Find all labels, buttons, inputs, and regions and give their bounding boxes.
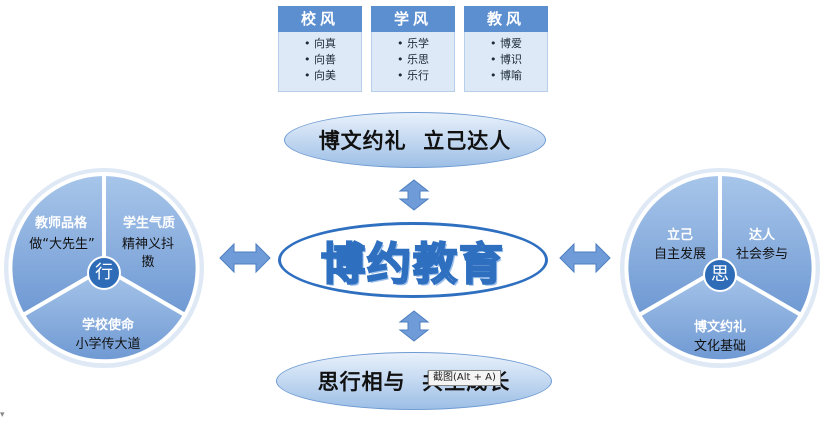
motto-school-spirit: 校风 • 向真 • 向善 • 向美 [278,6,362,92]
right-seg-text: 社会参与 [735,247,788,262]
left-seg-label: 教师品格 [34,216,87,231]
double-arrow-vertical-icon [398,179,430,211]
motto-title: 校风 [278,6,362,32]
motto-teaching-spirit: 教风 • 博爱 • 博识 • 博喻 [464,6,548,92]
left-seg-text: 做“大先生” [29,237,95,252]
double-arrow-vertical-icon [398,310,430,342]
screenshot-tooltip: 截图(Alt + A) [428,370,501,386]
right-seg-label: 达人 [748,228,775,243]
motto-item: • 乐思 [397,53,429,66]
left-seg-text: 小学传大道 [75,337,141,352]
left-seg-label: 学生气质 [122,216,175,231]
motto-title: 教风 [464,6,548,32]
center-theme-text: 博约教育 [320,238,505,291]
motto-item: • 博喻 [490,69,522,82]
right-hub: 思 [703,258,737,292]
left-seg-label: 学校使命 [81,318,134,333]
motto-item: • 乐学 [397,37,429,50]
motto-item: • 向美 [304,69,336,82]
motto-list: • 乐学 • 乐思 • 乐行 [371,32,455,92]
motto-list: • 博爱 • 博识 • 博喻 [464,32,548,92]
left-hub: 行 [87,256,121,290]
motto-list: • 向真 • 向善 • 向美 [278,32,362,92]
motto-item: • 博爱 [490,37,522,50]
top-motto-text: 博文约礼 立己达人 [318,128,512,153]
right-cycle-diagram [620,168,820,368]
motto-item: • 博识 [490,53,522,66]
right-seg-text: 自主发展 [653,247,706,262]
right-seg-label: 立己 [666,228,693,243]
top-motto-ellipse: 博文约礼 立己达人 [284,112,546,168]
corner-dropdown-icon[interactable]: ▾ [0,410,5,420]
motto-item: • 向善 [304,53,336,66]
bottom-motto-ellipse: 思行相与 共生成长 [276,352,552,410]
center-theme-ellipse: 博约教育 [278,222,548,298]
double-arrow-horizontal-icon [219,242,271,274]
right-seg-text: 文化基础 [693,339,746,354]
motto-item: • 乐行 [397,69,429,82]
motto-item: • 向真 [304,37,336,50]
right-seg-label: 博文约礼 [693,320,746,335]
motto-title: 学风 [371,6,455,32]
left-seg-text: 精神义抖擞 [121,237,174,270]
motto-study-spirit: 学风 • 乐学 • 乐思 • 乐行 [371,6,455,92]
double-arrow-horizontal-icon [559,242,611,274]
